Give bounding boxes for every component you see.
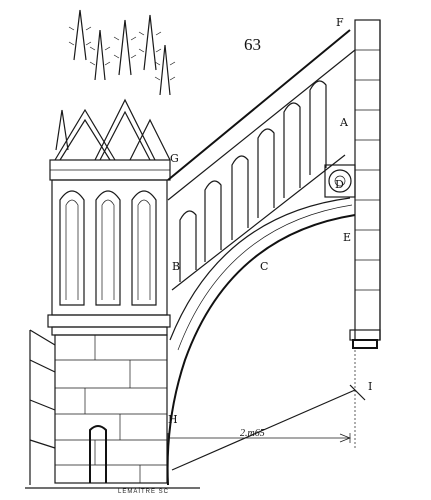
label-G: G	[170, 152, 179, 165]
buttress-pier	[29, 329, 168, 485]
pinnacle-tower	[47, 9, 176, 336]
dimension-lines	[167, 350, 366, 471]
label-B: B	[172, 260, 180, 273]
label-E: E	[343, 231, 351, 244]
label-C: C	[260, 260, 268, 273]
flying-buttress-arch	[166, 29, 356, 486]
label-A: A	[339, 116, 349, 129]
label-F: F	[336, 16, 344, 29]
label-H: H	[168, 413, 178, 426]
label-I: I	[368, 380, 372, 393]
figure-number: 63	[244, 35, 261, 54]
engraver-signature: LEMAÎTRE SC	[118, 488, 169, 495]
label-D: D	[335, 178, 344, 191]
dimension-label: 2.m65	[240, 428, 265, 439]
nave-wall	[349, 19, 381, 349]
